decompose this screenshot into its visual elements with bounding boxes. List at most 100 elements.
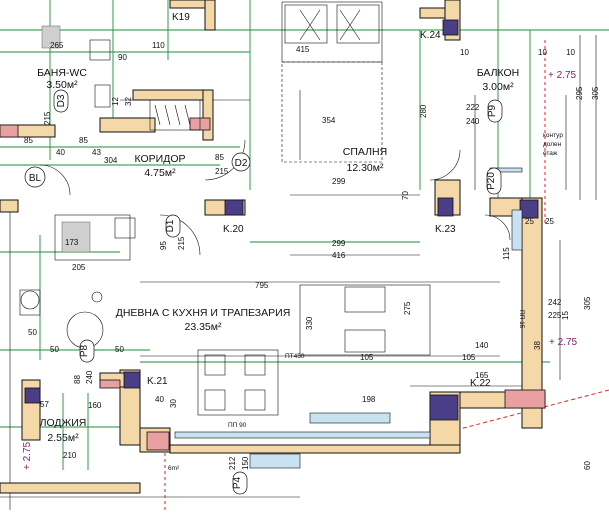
dim-50a: 50 bbox=[28, 328, 37, 337]
note-contour: контур bbox=[543, 132, 563, 139]
door-tag-d1: D1 bbox=[165, 214, 181, 238]
dim-215c: 215 bbox=[177, 236, 186, 250]
dim-150: 150 bbox=[241, 456, 250, 470]
columns bbox=[24, 19, 539, 421]
label-pp90: ПП 90 bbox=[228, 422, 247, 429]
windows bbox=[174, 167, 523, 469]
dim-795: 795 bbox=[255, 281, 269, 290]
tag-p8: P8 bbox=[79, 339, 95, 363]
dim-40a: 40 bbox=[56, 148, 65, 157]
dim-275: 275 bbox=[403, 301, 412, 315]
dim-165: 165 bbox=[475, 371, 489, 380]
room-area-corridor: 4.75м² bbox=[144, 167, 176, 179]
label-k24: K.24 bbox=[420, 30, 441, 41]
dim-12: 12 bbox=[111, 97, 120, 106]
note-area-small: 6m² bbox=[168, 465, 180, 472]
dim-299a: 299 bbox=[332, 177, 346, 186]
bl-label: BL bbox=[29, 173, 42, 184]
dim-215b: 215 bbox=[215, 167, 229, 176]
room-area-bath: 3.50м² bbox=[46, 79, 78, 91]
dim-305b: 305 bbox=[583, 296, 592, 310]
dim-225: 225 bbox=[548, 311, 562, 320]
label-pt450: ПТ450 bbox=[285, 353, 305, 360]
level-living: + 2.75 bbox=[549, 337, 578, 348]
dim-15: 15 bbox=[561, 311, 570, 320]
dim-105b: 105 bbox=[462, 353, 476, 362]
d1-label: D1 bbox=[165, 219, 176, 232]
dim-173: 173 bbox=[65, 238, 79, 247]
p8-label: P8 bbox=[79, 344, 90, 357]
tag-p4: P4 bbox=[232, 471, 248, 495]
dim-95: 95 bbox=[159, 241, 168, 250]
room-area-balcony: 3.00м² bbox=[482, 81, 514, 93]
dim-10b: 10 bbox=[460, 48, 469, 57]
room-name-bath: БАНЯ-WC bbox=[37, 67, 87, 79]
dim-242: 242 bbox=[548, 298, 562, 307]
label-k22: K.22 bbox=[470, 378, 491, 389]
dim-265: 265 bbox=[50, 41, 64, 50]
sofa bbox=[299, 284, 431, 356]
dim-299b: 299 bbox=[332, 239, 346, 248]
dim-30: 30 bbox=[169, 399, 178, 408]
label-k23: K.23 bbox=[435, 224, 456, 235]
door-tag-d2: D2 bbox=[231, 152, 251, 172]
dim-25b: 25 bbox=[545, 217, 554, 226]
dim-280: 280 bbox=[419, 104, 428, 118]
dim-50b: 50 bbox=[50, 345, 59, 354]
dim-222: 222 bbox=[466, 103, 480, 112]
dim-57: 57 bbox=[40, 400, 49, 409]
dim-240b: 240 bbox=[85, 370, 94, 384]
note-floor: етаж bbox=[543, 150, 558, 157]
d2-label: D2 bbox=[235, 158, 248, 169]
dim-295: 295 bbox=[575, 86, 584, 100]
level-loggia: + 2.75 bbox=[22, 441, 33, 470]
dim-304: 304 bbox=[104, 156, 118, 165]
label-k21: K.21 bbox=[147, 376, 168, 387]
note-lower: долен bbox=[543, 141, 562, 148]
room-area-loggia: 2.55м² bbox=[47, 432, 79, 444]
dim-10c: 10 bbox=[566, 48, 575, 57]
dim-205: 205 bbox=[72, 263, 86, 272]
dim-105a: 105 bbox=[360, 353, 374, 362]
dim-85c: 85 bbox=[215, 153, 224, 162]
dim-160: 160 bbox=[88, 401, 102, 410]
label-pp15: ПП 15 bbox=[518, 310, 525, 329]
level-balcony: + 2.75 bbox=[548, 70, 577, 81]
p9-label: P9 bbox=[487, 104, 498, 117]
door-tag-d3: D3 bbox=[53, 89, 69, 113]
dim-43: 43 bbox=[92, 148, 101, 157]
dim-38: 38 bbox=[533, 341, 542, 350]
dim-240a: 240 bbox=[466, 117, 480, 126]
tag-p9: P9 bbox=[487, 99, 503, 123]
dim-50c: 50 bbox=[115, 345, 124, 354]
room-name-corridor: КОРИДОР bbox=[135, 153, 186, 165]
dim-212: 212 bbox=[228, 456, 237, 470]
p4-label: P4 bbox=[232, 476, 243, 489]
dimension-lines bbox=[0, 35, 597, 510]
dining-table bbox=[197, 349, 279, 416]
door-swings bbox=[39, 139, 511, 256]
dim-198: 198 bbox=[362, 395, 376, 404]
bed bbox=[281, 1, 383, 163]
kitchen bbox=[54, 214, 136, 261]
bath-fixtures bbox=[19, 25, 111, 316]
dim-210: 210 bbox=[63, 451, 77, 460]
dim-90: 90 bbox=[118, 53, 127, 62]
room-name-loggia: ЛОДЖИЯ bbox=[40, 417, 87, 429]
dim-25a: 25 bbox=[525, 217, 534, 226]
wheelchair-symbol bbox=[66, 291, 104, 349]
p20-label: P20 bbox=[486, 172, 497, 190]
dimension-texts: 265 90 110 415 354 10 10 10 295 305 280 … bbox=[24, 41, 600, 470]
dim-215a: 215 bbox=[43, 111, 52, 125]
dim-140: 140 bbox=[475, 341, 489, 350]
dim-416: 416 bbox=[332, 251, 346, 260]
d3-label: D3 bbox=[56, 94, 67, 107]
dim-110: 110 bbox=[152, 41, 165, 50]
wardrobe bbox=[149, 99, 201, 131]
tag-bl: BL bbox=[24, 166, 46, 188]
room-name-living: ДНЕВНА С КУХНЯ И ТРАПЕЗАРИЯ bbox=[116, 307, 291, 319]
dim-415: 415 bbox=[296, 45, 310, 54]
dim-85b: 85 bbox=[79, 136, 88, 145]
